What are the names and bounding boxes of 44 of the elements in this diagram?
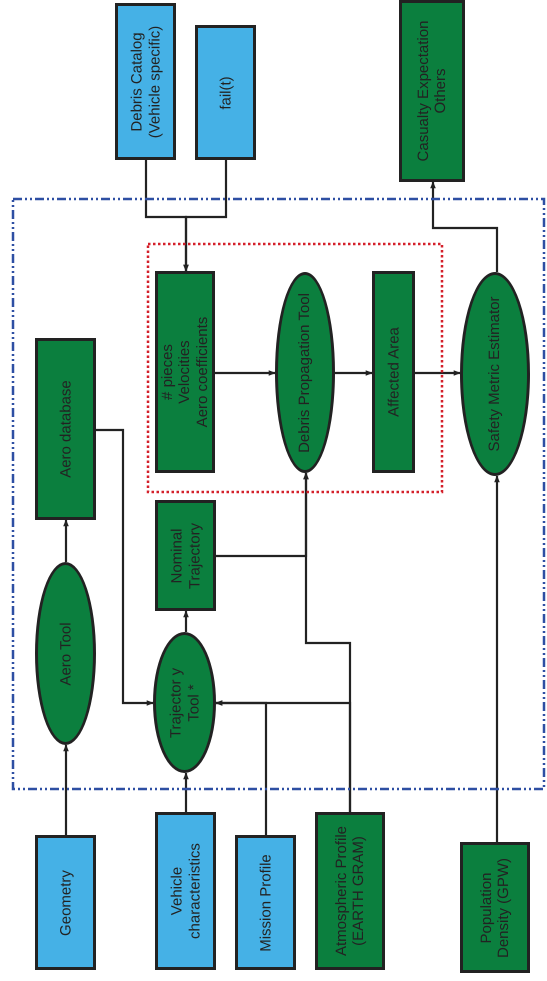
node-label: Debris Propagation Tool [296,292,314,452]
node-label: Casualty Expectation Others [414,20,450,164]
input-box [235,835,296,970]
node-label: Aero Tool [56,622,74,686]
node-label: Geometry [56,870,74,936]
process-box [372,271,415,473]
node-label: Safety Metric Estimator [486,296,504,452]
arrow [183,160,228,272]
dotted-frame [147,243,443,493]
node-label: # pieces [159,344,176,400]
arrow [63,519,69,562]
process-box [155,271,215,473]
node-label: Population Density (GPW) [478,856,512,960]
arrow [335,370,373,376]
node-label: Mission Profile [256,854,274,952]
arrow [63,744,69,835]
arrow [430,181,498,272]
arrow [183,610,189,632]
input-box [35,835,96,970]
input-box [155,812,216,970]
process-box [35,338,96,520]
node-label: Aero database [56,380,74,478]
arrow [215,370,276,376]
node-label: Aero coefficients [194,316,211,428]
node-label: Velocities [176,340,194,404]
node-label: Vehicle characteristics [168,842,203,941]
process-box [399,0,465,182]
arrow [96,428,154,706]
input-box [115,3,176,160]
node-label: Affected Area [384,327,402,417]
input-box [195,25,256,160]
node-label: Trajector y Tool * [167,666,202,740]
dash-dot-frame [12,198,545,790]
node-label: Debris Catalog (Vehicle specific) [128,24,163,140]
arrow [183,772,189,812]
arrow [216,472,309,558]
process-box [315,812,385,970]
process-box [460,842,530,973]
arrow [415,370,461,376]
node-label: fail(t) [216,76,234,110]
arrow [494,475,500,842]
node-label: Nominal Trajectory [168,521,203,591]
process-box [155,500,216,611]
node-label: Atmospheric Profile (EARTH GRAM) [332,824,368,958]
